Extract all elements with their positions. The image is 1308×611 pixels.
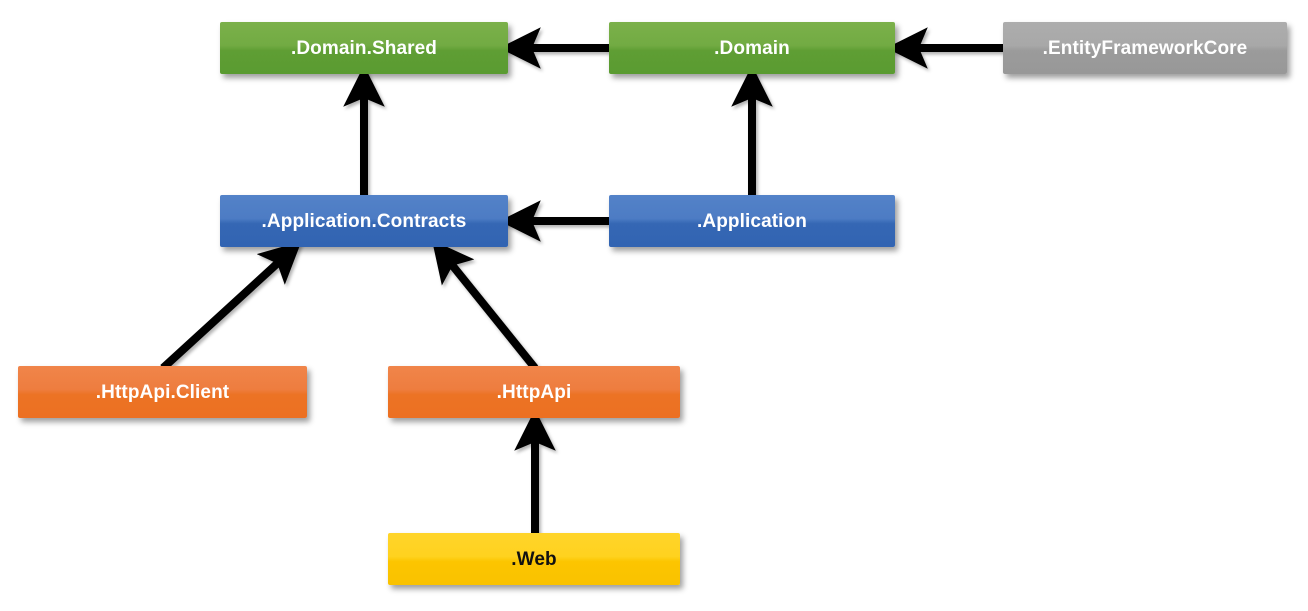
node-web[interactable]: .Web <box>388 533 680 585</box>
arrow-httpapi-to-application-contracts <box>431 240 539 371</box>
node-label-httpapi-client: .HttpApi.Client <box>95 381 230 403</box>
node-label-domain-shared: .Domain.Shared <box>290 37 438 59</box>
node-application-contracts[interactable]: .Application.Contracts <box>220 195 508 247</box>
node-application[interactable]: .Application <box>609 195 895 247</box>
node-httpapi-client[interactable]: .HttpApi.Client <box>18 366 307 418</box>
node-label-web: .Web <box>511 548 557 570</box>
arrow-httpapi-client-to-application-contracts <box>160 241 302 371</box>
node-label-httpapi: .HttpApi <box>496 381 572 403</box>
node-label-entityframeworkcore: .EntityFrameworkCore <box>1042 37 1248 59</box>
node-label-domain: .Domain <box>714 37 790 59</box>
node-label-application-contracts: .Application.Contracts <box>261 210 467 232</box>
node-httpapi[interactable]: .HttpApi <box>388 366 680 418</box>
node-domain-shared[interactable]: .Domain.Shared <box>220 22 508 74</box>
node-domain[interactable]: .Domain <box>609 22 895 74</box>
node-label-application: .Application <box>697 210 807 232</box>
node-entityframeworkcore[interactable]: .EntityFrameworkCore <box>1003 22 1287 74</box>
